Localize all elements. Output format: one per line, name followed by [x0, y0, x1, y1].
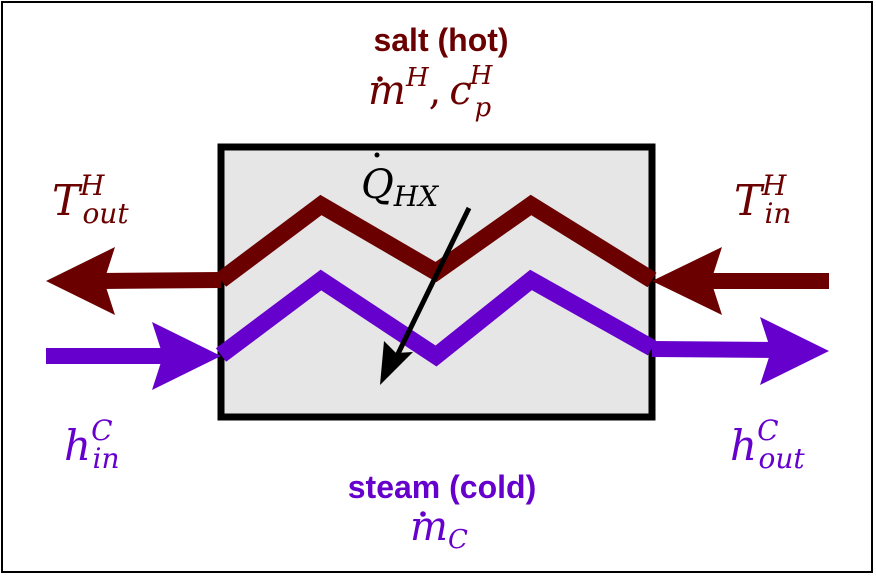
heat-exchanger-box — [217, 143, 656, 421]
hot-mdot-dot — [377, 76, 383, 82]
diagonal-arrow-icon — [380, 341, 413, 385]
left-arrow-icon — [652, 247, 722, 315]
cold-stream-title: steam (cold) — [348, 469, 536, 505]
right-arrow-icon — [760, 317, 829, 385]
cold-stream-line — [215, 269, 657, 367]
cold-flow-rate: mC — [410, 504, 468, 555]
heat-transfer-label: QHX — [361, 162, 439, 213]
heat-transfer-shaft — [392, 206, 472, 362]
hot-outlet-shaft — [99, 272, 222, 289]
left-arrow-icon — [46, 247, 115, 315]
cold-outlet-shaft — [651, 341, 781, 358]
cold-mdot-dot — [420, 511, 426, 517]
right-arrow-icon — [152, 322, 221, 390]
hot-stream-title: salt (hot) — [373, 22, 508, 58]
q-dot-accent — [374, 152, 380, 158]
